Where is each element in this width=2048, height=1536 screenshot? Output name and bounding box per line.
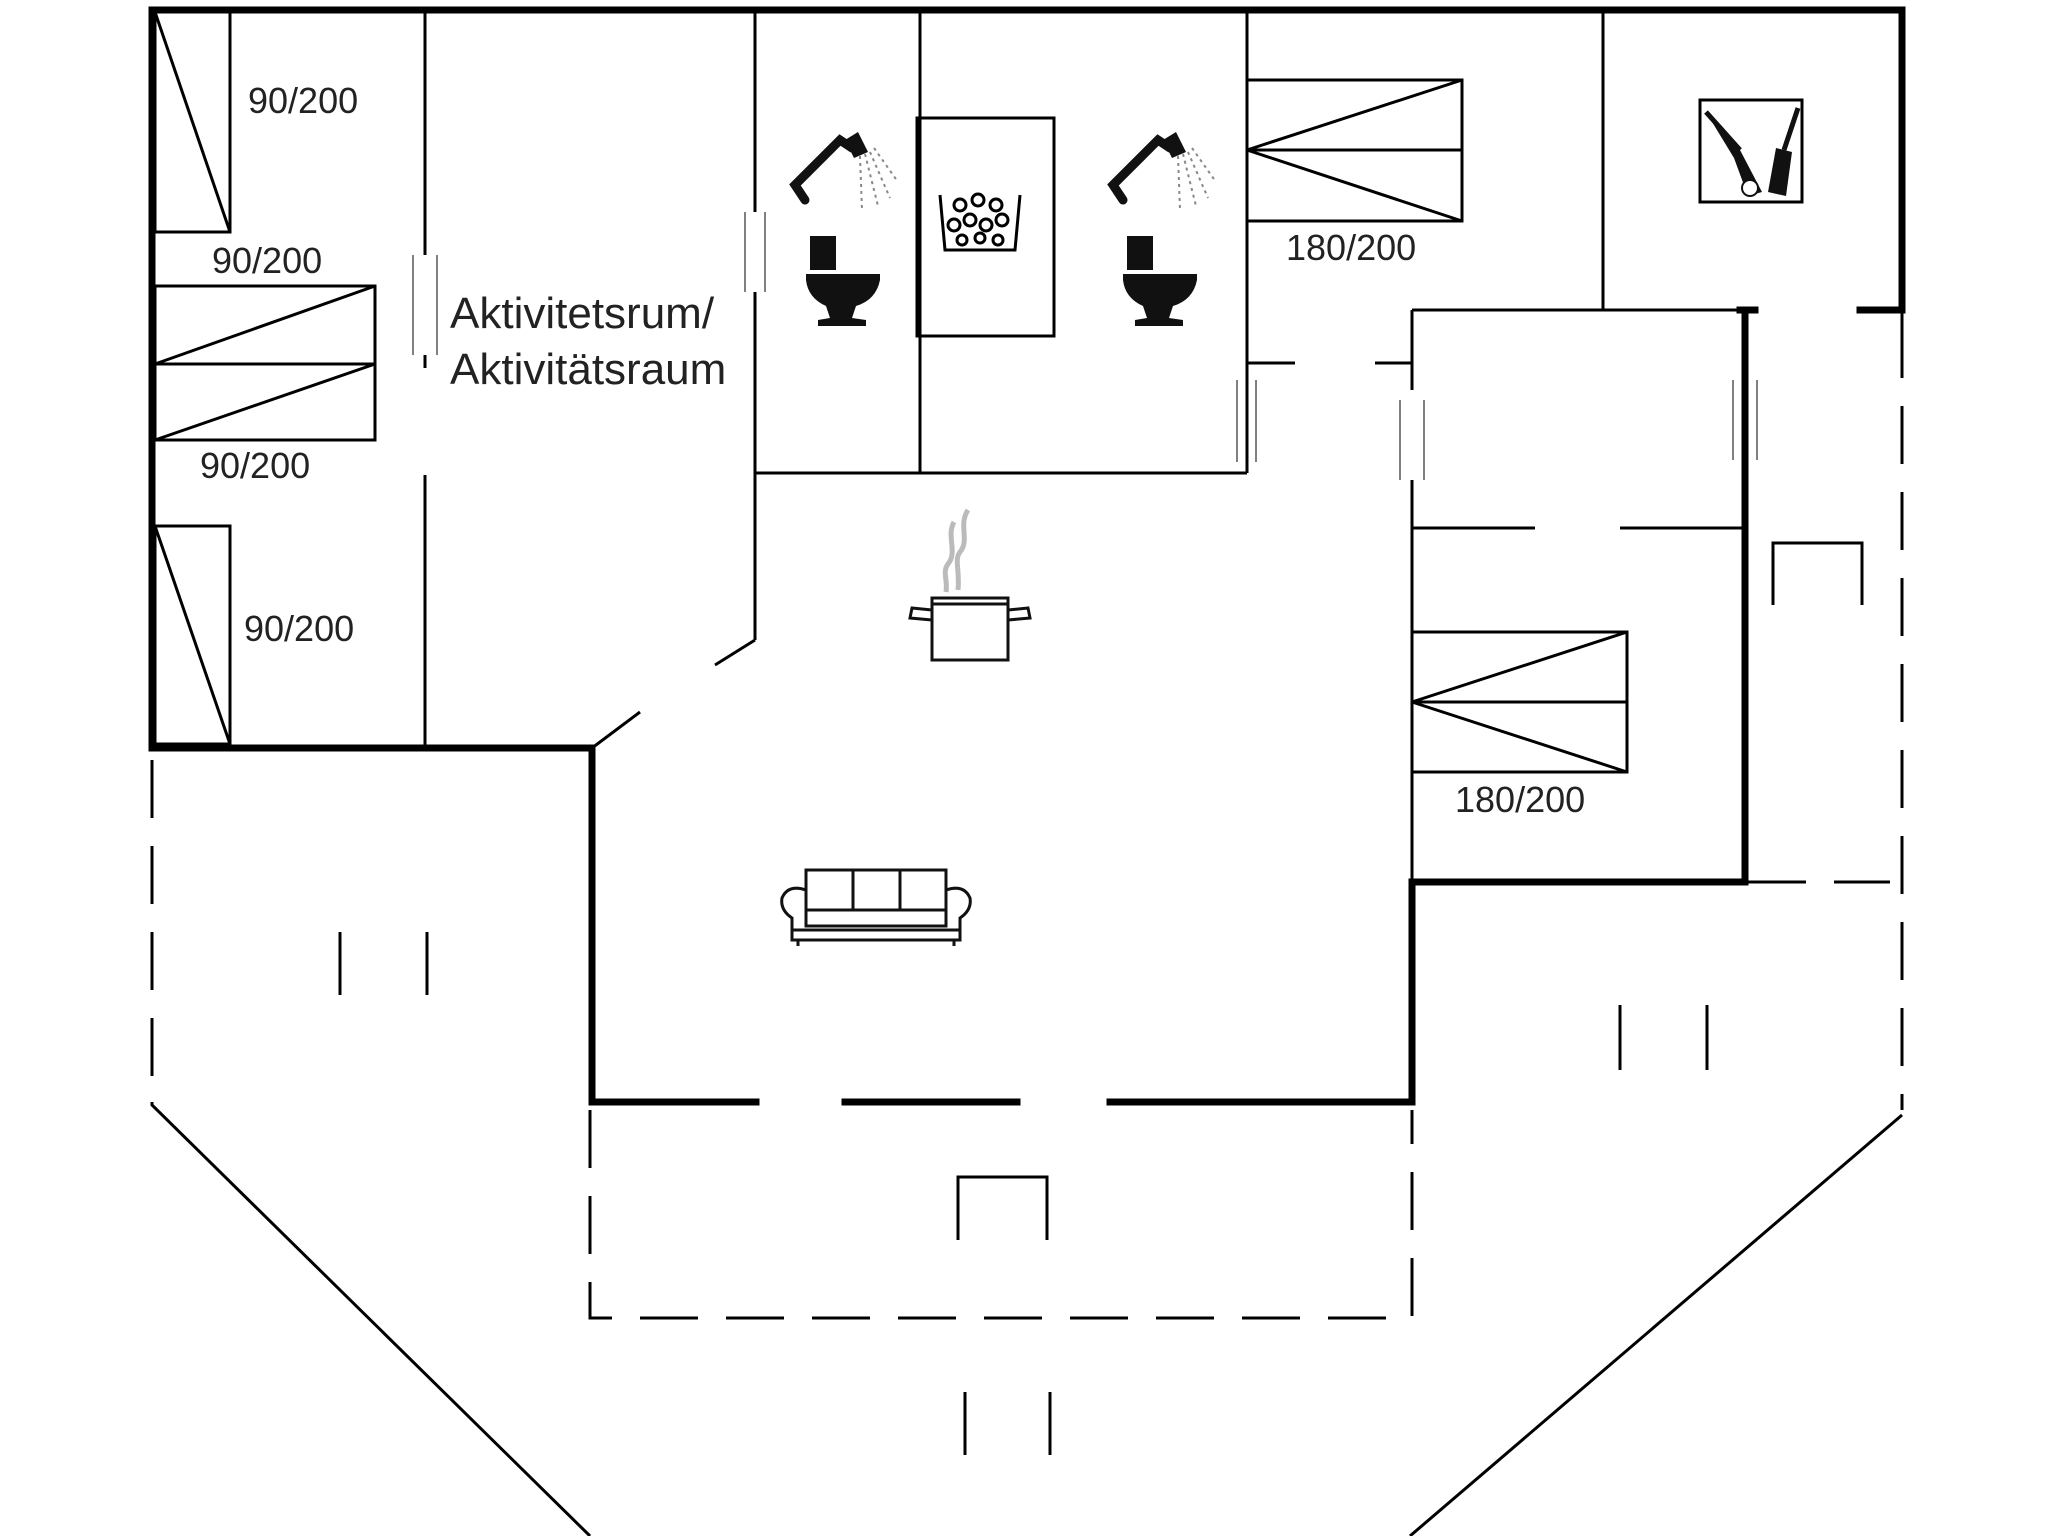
steps [338, 541, 1864, 1455]
shower-icon [789, 132, 899, 211]
shower-icon [1107, 132, 1217, 211]
room-label-line2: Aktivitätsraum [450, 345, 726, 394]
room-label-line1: Aktivitetsrum/ [450, 289, 715, 338]
cooking-pot-icon [908, 508, 1032, 662]
sofa-icon [780, 868, 972, 946]
bed-size-label: 90/200 [244, 608, 354, 649]
sauna-cabin [915, 116, 1056, 338]
sauna-icon [938, 192, 1022, 252]
terrace-outline [150, 310, 1904, 1536]
bed-size-label: 90/200 [212, 240, 322, 281]
bed-single-bottom-left [153, 524, 232, 746]
beds [153, 10, 1629, 774]
door-openings [412, 212, 1758, 480]
bed-size-label: 90/200 [200, 445, 310, 486]
bed-single-mid-left-b [153, 362, 377, 442]
toilet-icon [806, 236, 880, 326]
terrace-dashed [150, 320, 1904, 1320]
bed-single-top-left [153, 10, 232, 234]
cleaning-utensils-icon [1698, 98, 1804, 204]
exterior-walls [148, 6, 1906, 1106]
interior-walls [423, 12, 1745, 880]
bed-size-label: 180/200 [1286, 227, 1416, 268]
bed-size-label: 90/200 [248, 80, 358, 121]
toilet-icon [1123, 236, 1197, 326]
bed-size-label: 180/200 [1455, 779, 1585, 820]
